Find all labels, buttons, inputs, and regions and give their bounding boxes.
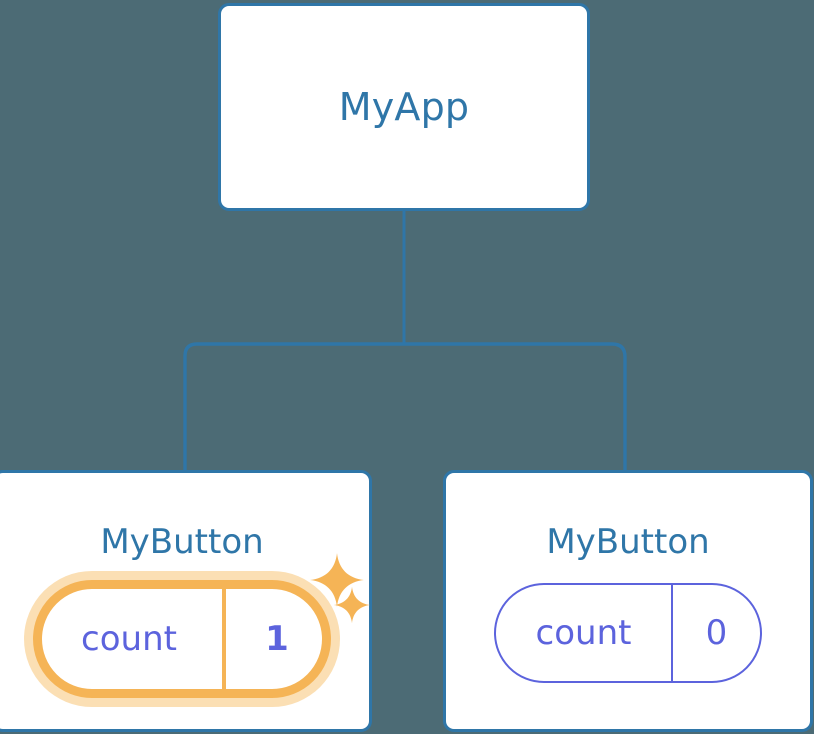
state-pill-left-ring [33,580,331,698]
state-pill-left-value: 1 [265,619,289,659]
node-mybutton-right-title: MyButton [546,522,710,562]
state-pill-right-key: count [496,585,673,681]
state-pill-right[interactable]: count 0 [494,583,762,683]
state-pill-left[interactable]: count 1 [36,583,328,695]
connector-branch-bus [183,342,627,470]
node-myapp[interactable]: MyApp [218,3,590,211]
state-pill-right-wrap: count 0 [494,583,762,683]
state-pill-left-key: count [36,583,226,695]
node-mybutton-left[interactable]: MyButton count 1 [0,470,372,732]
node-myapp-title: MyApp [338,85,470,129]
node-mybutton-right[interactable]: MyButton count 0 [443,470,813,732]
state-pill-right-value: 0 [705,613,728,653]
node-mybutton-left-title: MyButton [100,522,264,562]
state-pill-left-wrap: count 1 [24,571,340,707]
